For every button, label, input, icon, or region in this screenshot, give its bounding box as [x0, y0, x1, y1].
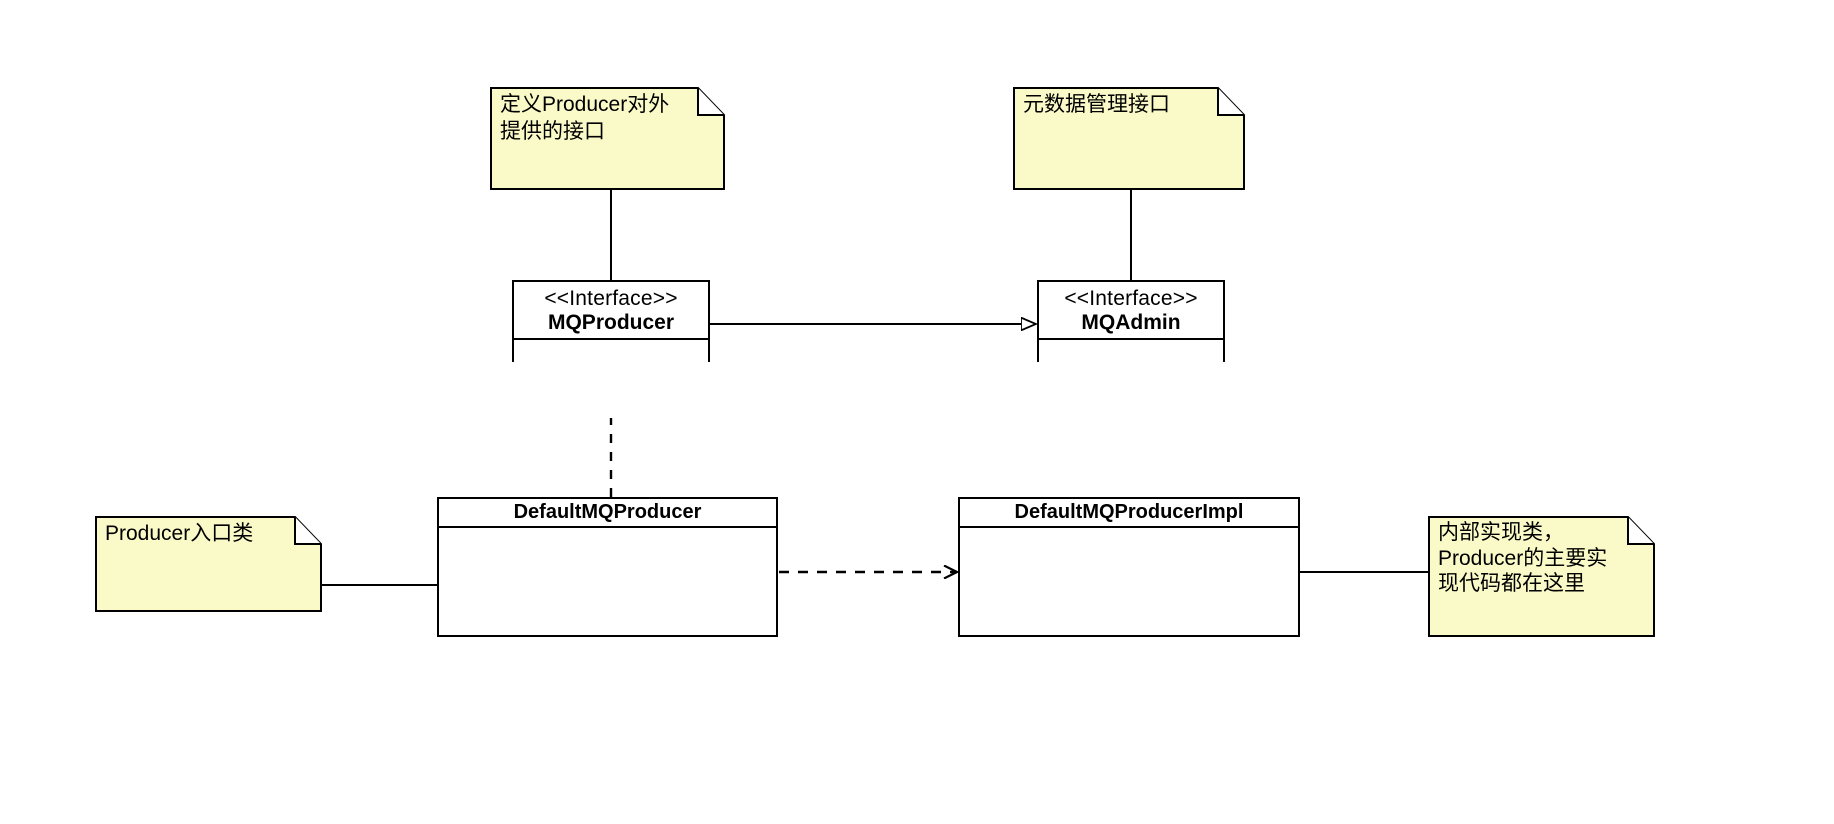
- note-text: 定义Producer对外提供的接口: [500, 93, 670, 144]
- class-name-label: DefaultMQProducerImpl: [1014, 501, 1244, 524]
- note-producer-interface[interactable]: 定义Producer对外提供的接口: [490, 87, 725, 190]
- note-text: 内部实现类，Producer的主要实现代码都在这里: [1438, 521, 1608, 596]
- note-producer-entry[interactable]: Producer入口类: [95, 516, 322, 612]
- class-header: DefaultMQProducer: [439, 499, 776, 528]
- note-shape: [1013, 87, 1245, 190]
- note-shape: [95, 516, 322, 612]
- note-text: Producer入口类: [105, 522, 254, 545]
- class-name-label: DefaultMQProducer: [513, 501, 702, 524]
- class-box-mqadmin[interactable]: <<Interface>> MQAdmin: [1037, 280, 1225, 418]
- note-text: 元数据管理接口: [1023, 93, 1170, 116]
- class-name-label: MQProducer: [547, 311, 675, 334]
- class-name-label: MQAdmin: [1081, 311, 1181, 334]
- stereotype-label: <<Interface>>: [544, 287, 678, 311]
- note-shape: [490, 87, 725, 190]
- note-shape: [1428, 516, 1655, 637]
- class-header: <<Interface>> MQProducer: [514, 282, 708, 340]
- note-internal-impl[interactable]: 内部实现类，Producer的主要实现代码都在这里: [1428, 516, 1655, 637]
- class-members-compartment: [514, 340, 708, 418]
- class-box-mqproducer[interactable]: <<Interface>> MQProducer: [512, 280, 710, 418]
- class-header: <<Interface>> MQAdmin: [1039, 282, 1223, 340]
- note-metadata-admin[interactable]: 元数据管理接口: [1013, 87, 1245, 190]
- class-members-compartment: [1039, 340, 1223, 418]
- class-header: DefaultMQProducerImpl: [960, 499, 1298, 528]
- class-box-defaultmqproducerimpl[interactable]: DefaultMQProducerImpl: [958, 497, 1300, 637]
- stereotype-label: <<Interface>>: [1064, 287, 1198, 311]
- class-box-defaultmqproducer[interactable]: DefaultMQProducer: [437, 497, 778, 637]
